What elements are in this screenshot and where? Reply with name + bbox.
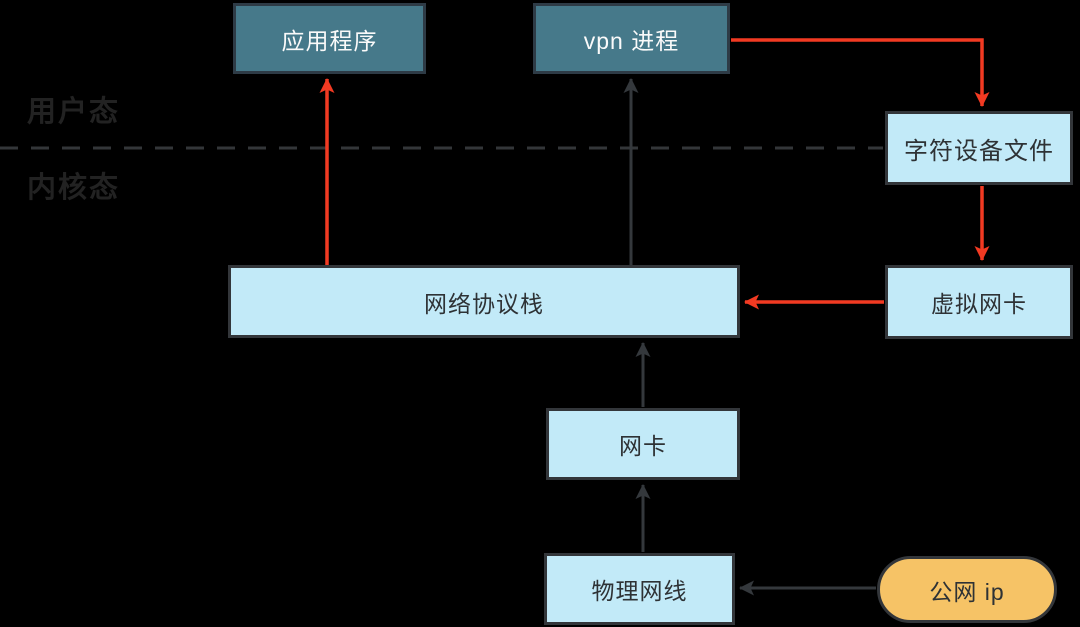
virtual-nic-label: 虚拟网卡	[931, 291, 1027, 317]
kernel-mode-zone-label: 内核态	[27, 172, 121, 204]
application-box: 应用程序	[233, 3, 426, 74]
arrow-vpn-to-char-device	[731, 38, 990, 107]
char-device-file-label: 字符设备文件	[904, 137, 1054, 165]
virtual-nic-box: 虚拟网卡	[885, 265, 1073, 339]
network-protocol-stack-label: 网络协议栈	[424, 290, 544, 317]
public-ip-label: 公网 ip	[929, 578, 1005, 605]
network-protocol-stack-box: 网络协议栈	[228, 265, 740, 338]
application-label: 应用程序	[281, 27, 378, 54]
nic-label: 网卡	[619, 433, 667, 459]
physical-cable-box: 物理网线	[544, 553, 735, 625]
physical-cable-label: 物理网线	[591, 578, 688, 604]
vpn-process-label: vpn 进程	[583, 27, 680, 54]
nic-box: 网卡	[546, 408, 740, 480]
user-mode-zone-label: 用户态	[27, 96, 121, 128]
public-ip-pill: 公网 ip	[877, 556, 1057, 623]
vpn-process-box: vpn 进程	[533, 3, 730, 74]
char-device-file-box: 字符设备文件	[885, 111, 1073, 185]
